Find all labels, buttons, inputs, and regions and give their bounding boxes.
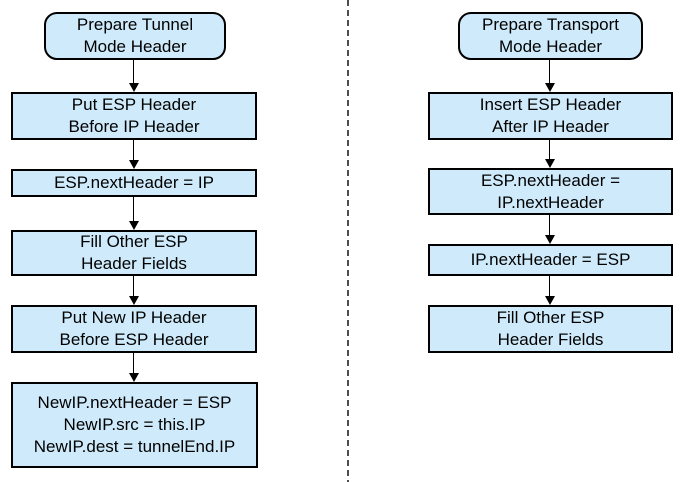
flow-node-fill-other-esp-header-fields: Fill Other ESP Header Fields (428, 305, 673, 353)
arrow-shaft (133, 276, 134, 301)
flow-node-insert-esp-header-after-ip-header: Insert ESP Header After IP Header (428, 92, 673, 140)
node-text-line: NewIP.src = this.IP (63, 415, 206, 434)
node-text-line: ESP.nextHeader = IP (54, 173, 214, 192)
arrow-head (545, 83, 555, 92)
flow-node-ip-nextheader-esp: IP.nextHeader = ESP (428, 244, 673, 276)
node-text-line: Prepare Transport (481, 15, 619, 34)
node-text-line: Mode Header (498, 37, 602, 56)
flow-arrow (129, 353, 139, 382)
node-text-line: After IP Header (492, 117, 609, 136)
flow-node-esp-nextheader-ip-nextheader: ESP.nextHeader = IP.nextHeader (428, 168, 673, 215)
flow-arrow (545, 140, 555, 168)
flow-arrow (129, 140, 139, 169)
flow-arrow (545, 60, 555, 92)
node-text-line: Before IP Header (68, 117, 200, 136)
dashed-divider-line (347, 0, 349, 482)
arrow-shaft (133, 140, 134, 165)
node-text-line: Before ESP Header (59, 330, 209, 349)
node-text-line: Header Fields (497, 330, 604, 349)
arrow-shaft (549, 140, 550, 164)
flow-node-put-new-ip-header-before-esp-header: Put New IP Header Before ESP Header (11, 305, 257, 353)
node-text-line: Put New IP Header (61, 308, 207, 327)
arrow-head (545, 235, 555, 244)
arrow-head (545, 159, 555, 168)
node-text-line: NewIP.nextHeader = ESP (37, 393, 232, 412)
node-text-line: Fill Other ESP (496, 308, 605, 327)
arrow-head (545, 296, 555, 305)
flow-node-prepare-tunnel-mode-header: Prepare Tunnel Mode Header (44, 12, 226, 60)
arrow-head (129, 221, 139, 230)
arrow-shaft (549, 215, 550, 240)
arrow-shaft (133, 60, 134, 88)
flow-node-esp-nextheader-ip: ESP.nextHeader = IP (11, 169, 257, 197)
flow-arrow (129, 276, 139, 305)
arrow-head (129, 296, 139, 305)
node-text-line: Fill Other ESP (80, 232, 188, 251)
flow-node-fill-other-esp-header-fields: Fill Other ESP Header Fields (11, 230, 257, 276)
node-text-line: NewIP.dest = tunnelEnd.IP (33, 437, 236, 456)
flow-arrow (129, 197, 139, 230)
flow-arrow (545, 276, 555, 305)
node-text-line: ESP.nextHeader = (480, 170, 621, 190)
arrow-shaft (549, 60, 550, 88)
node-text-line: IP.nextHeader = ESP (470, 250, 631, 269)
flow-arrow (129, 60, 139, 92)
arrow-shaft (133, 353, 134, 378)
node-text-line: Header Fields (81, 254, 187, 273)
node-text-line: Prepare Tunnel (76, 15, 194, 34)
arrow-shaft (133, 197, 134, 226)
flow-arrow (545, 215, 555, 244)
arrow-head (129, 373, 139, 382)
flow-node-put-esp-header-before-ip-header: Put ESP Header Before IP Header (11, 92, 257, 140)
arrow-head (129, 83, 139, 92)
flow-node-newip-assignments: NewIP.nextHeader = ESP NewIP.src = this.… (11, 382, 258, 468)
flow-node-prepare-transport-mode-header: Prepare Transport Mode Header (458, 12, 643, 60)
node-text-line: Mode Header (83, 37, 187, 56)
arrow-head (129, 160, 139, 169)
node-text-line: Put ESP Header (71, 95, 197, 114)
arrow-shaft (549, 276, 550, 301)
node-text-line: Insert ESP Header (479, 95, 622, 114)
node-text-line: IP.nextHeader (497, 192, 604, 212)
